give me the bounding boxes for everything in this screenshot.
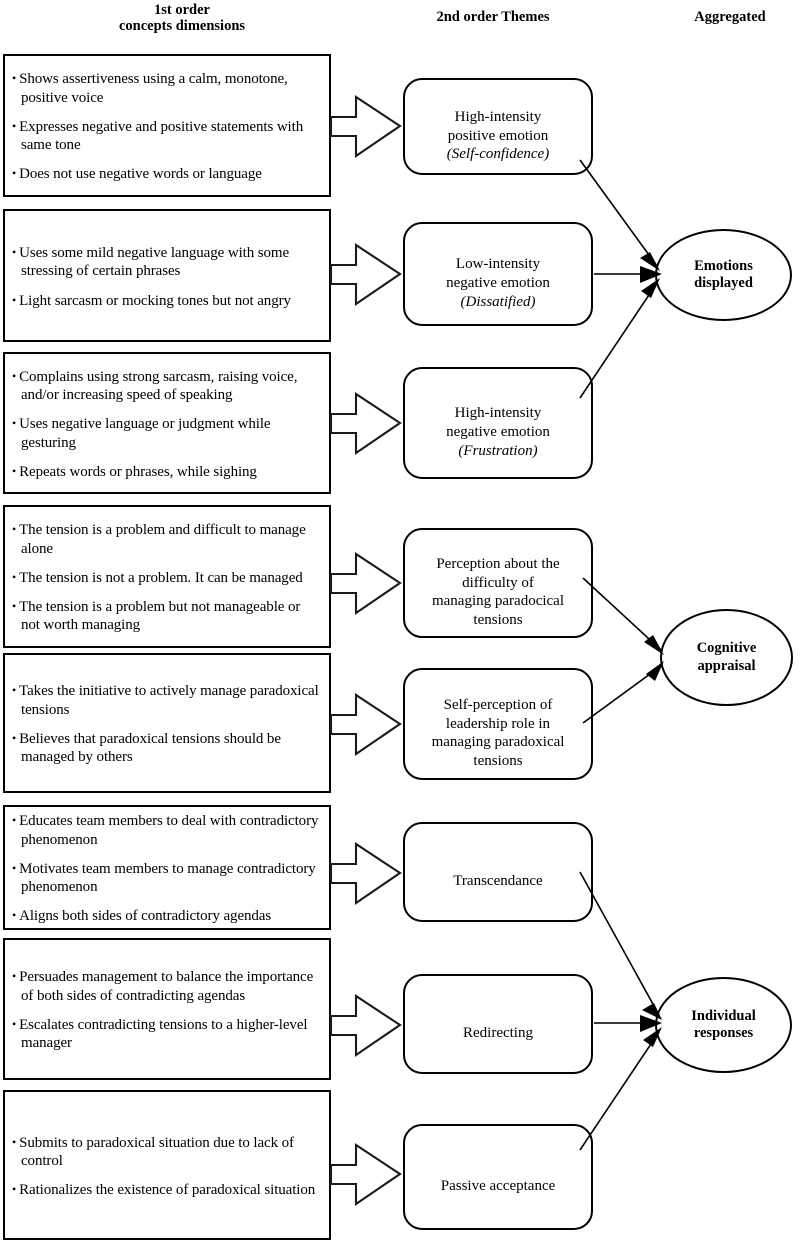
concept-bullet: Motivates team members to manage contrad…	[12, 860, 321, 897]
column-header-aggregated: Aggregated	[694, 9, 766, 25]
block-arrow-to-self-perception	[329, 693, 402, 756]
theme-label-main: High-intensity negative emotion	[446, 405, 550, 440]
concept-bullet: Escalates contradicting tensions to a hi…	[12, 1016, 321, 1053]
connector-perception-to-cognitive	[582, 577, 662, 651]
concept-box-self-perception-leadership: Takes the initiative to actively manage …	[3, 653, 331, 793]
concept-box-transcendance: Educates team members to deal with contr…	[3, 805, 331, 930]
block-arrow-to-transcendance	[329, 842, 402, 905]
theme-box-self-confidence: High-intensity positive emotion (Self-co…	[403, 78, 593, 175]
concept-bullet: Repeats words or phrases, while sighing	[12, 463, 321, 481]
block-arrow-to-dissatified	[329, 243, 402, 306]
theme-label: Redirecting	[455, 1005, 541, 1043]
theme-box-redirecting: Redirecting	[403, 974, 593, 1074]
theme-label-main: Passive acceptance	[440, 1178, 556, 1194]
theme-box-frustration: High-intensity negative emotion (Frustra…	[403, 367, 593, 479]
theme-box-self-perception: Self-perception of leadership role in ma…	[403, 668, 593, 780]
concept-box-passive-acceptance: Submits to paradoxical situation due to …	[3, 1090, 331, 1240]
concept-bullet: Submits to paradoxical situation due to …	[12, 1134, 321, 1171]
theme-label-main: Low-intensity negative emotion	[446, 256, 550, 291]
concept-bullet: Aligns both sides of contradictory agend…	[12, 907, 321, 925]
theme-label: Self-perception of leadership role in ma…	[424, 677, 573, 771]
aggregated-label: Individual responses	[691, 1007, 756, 1041]
theme-label: Passive acceptance	[433, 1158, 564, 1196]
theme-box-perception-difficulty: Perception about the difficulty of manag…	[403, 528, 593, 638]
aggregated-node-individual-responses: Individual responses	[655, 977, 792, 1073]
concept-bullet: The tension is a problem and difficult t…	[12, 521, 321, 558]
theme-label-main: Self-perception of leadership role in ma…	[431, 696, 565, 770]
concept-bullet: The tension is not a problem. It can be …	[12, 569, 321, 587]
block-arrow-to-passive-acceptance	[329, 1143, 402, 1206]
theme-box-passive-acceptance: Passive acceptance	[403, 1124, 593, 1230]
theme-label-emphasis: (Self-confidence)	[446, 146, 550, 163]
theme-label-emphasis: (Dissatified)	[460, 293, 536, 310]
concept-bullet: Complains using strong sarcasm, raising …	[12, 368, 321, 405]
aggregated-node-cognitive-appraisal: Cognitive appraisal	[660, 609, 793, 706]
theme-label-emphasis: (Frustration)	[458, 442, 538, 459]
concept-bullet: The tension is a problem but not managea…	[12, 598, 321, 635]
concept-box-dissatified: Uses some mild negative language with so…	[3, 209, 331, 342]
block-arrow-to-self-confidence	[329, 95, 402, 158]
theme-label: High-intensity negative emotion (Frustra…	[438, 385, 558, 461]
theme-label: High-intensity positive emotion (Self-co…	[439, 89, 557, 165]
theme-label-main: Redirecting	[463, 1025, 533, 1041]
theme-label: Perception about the difficulty of manag…	[424, 536, 572, 630]
concept-bullet: Does not use negative words or language	[12, 165, 321, 183]
concept-bullet: Takes the initiative to actively manage …	[12, 682, 321, 719]
aggregated-label: Cognitive appraisal	[696, 640, 757, 674]
concept-bullet: Educates team members to deal with contr…	[12, 812, 321, 849]
concept-bullet: Expresses negative and positive statemen…	[12, 118, 321, 155]
theme-box-dissatified: Low-intensity negative emotion (Dissatif…	[403, 222, 593, 326]
theme-label-main: Transcendance	[453, 873, 543, 889]
column-header-second-order: 2nd order Themes	[436, 9, 550, 25]
concept-bullet: Rationalizes the existence of paradoxica…	[12, 1181, 321, 1199]
concept-bullet: Uses some mild negative language with so…	[12, 244, 321, 281]
aggregated-label: Emotions displayed	[694, 257, 753, 291]
theme-label-main: High-intensity positive emotion	[447, 108, 549, 144]
concept-box-perception-difficulty: The tension is a problem and difficult t…	[3, 505, 331, 648]
aggregated-node-emotions-displayed: Emotions displayed	[655, 229, 792, 321]
connector-self-perception-to-cognitive	[582, 665, 662, 724]
concept-box-redirecting: Persuades management to balance the impo…	[3, 938, 331, 1080]
concept-bullet: Uses negative language or judgment while…	[12, 415, 321, 452]
concept-box-self-confidence: Shows assertiveness using a calm, monoto…	[3, 54, 331, 197]
column-header-first-order: 1st order concepts dimensions	[118, 2, 246, 35]
concept-bullet: Light sarcasm or mocking tones but not a…	[12, 292, 321, 310]
block-arrow-to-redirecting	[329, 994, 402, 1057]
block-arrow-to-perception-difficulty	[329, 552, 402, 615]
concept-bullet: Believes that paradoxical tensions shoul…	[12, 730, 321, 767]
theme-label: Transcendance	[445, 853, 550, 891]
theme-label: Low-intensity negative emotion (Dissatif…	[438, 236, 558, 312]
concept-bullet: Shows assertiveness using a calm, monoto…	[12, 70, 321, 107]
theme-box-transcendance: Transcendance	[403, 822, 593, 922]
concept-box-frustration: Complains using strong sarcasm, raising …	[3, 352, 331, 494]
theme-label-main: Perception about the difficulty of manag…	[431, 555, 565, 629]
concept-bullet: Persuades management to balance the impo…	[12, 968, 321, 1005]
block-arrow-to-frustration	[329, 392, 402, 455]
